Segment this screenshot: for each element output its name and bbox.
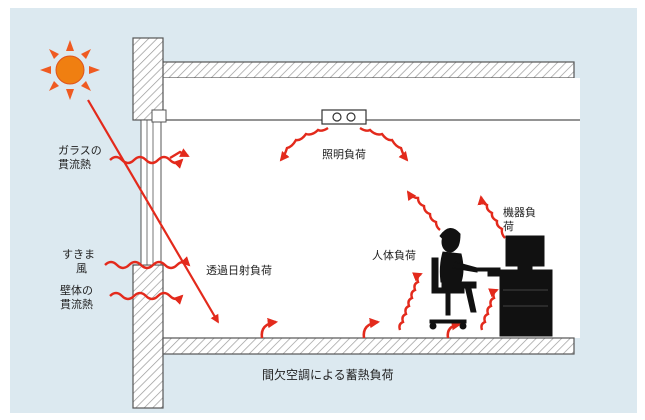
glass-conduction-label-line1: ガラスの [58, 144, 102, 157]
floor-slab [162, 337, 575, 355]
equipment-load-label-line1: 機器負 [503, 206, 536, 219]
draft-arrow [104, 256, 191, 270]
lighting-load-label: 照明負荷 [322, 148, 366, 161]
glass-conduction-arrow-inner [169, 148, 190, 160]
ceiling-light-icon [321, 109, 367, 125]
lighting-load-arrow-left [279, 126, 329, 162]
equipment-load-label-line2: 荷 [503, 220, 514, 233]
equipment-load-label: 機器負 荷 [503, 206, 536, 234]
wall-conduction-label: 壁体の 貫流熱 [60, 284, 93, 312]
person-at-desk-icon [429, 228, 553, 337]
draft-label-line2: 風 [76, 262, 87, 275]
window-head [151, 109, 167, 123]
ceiling-slab [159, 61, 575, 79]
wall-conduction-label-line2: 貫流熱 [60, 298, 93, 311]
equipment-load-arrow-1 [406, 190, 441, 231]
solar-transmission-load-label: 透過日射負荷 [206, 264, 272, 277]
lighting-load-arrow-right [359, 126, 409, 162]
solar-radiation-arrow [87, 99, 219, 324]
glass-conduction-label-line2: 貫流熱 [58, 158, 91, 171]
glass-conduction-arrow [109, 155, 184, 169]
intermittent-ac-storage-load-label: 間欠空調による蓄熱負荷 [262, 368, 394, 382]
equipment-load-arrow-2 [477, 195, 506, 239]
draft-label: すきま 風 [62, 248, 95, 276]
human-load-arrow-2 [480, 288, 499, 331]
human-load-label: 人体負荷 [372, 249, 416, 262]
storage-load-arrow-2 [362, 317, 381, 339]
storage-load-arrow-1 [260, 317, 279, 339]
draft-label-line1: すきま [62, 248, 95, 261]
human-load-arrow [398, 272, 423, 331]
exterior-wall-upper [132, 37, 164, 121]
ceiling-plenum [160, 78, 580, 120]
window-frame [140, 119, 162, 266]
wall-conduction-arrow [109, 291, 184, 305]
glass-conduction-label: ガラスの 貫流熱 [58, 144, 102, 172]
sun-icon [40, 40, 100, 100]
storage-load-arrow-3 [446, 320, 463, 339]
exterior-wall-lower [132, 264, 164, 409]
wall-conduction-label-line1: 壁体の [60, 284, 93, 297]
